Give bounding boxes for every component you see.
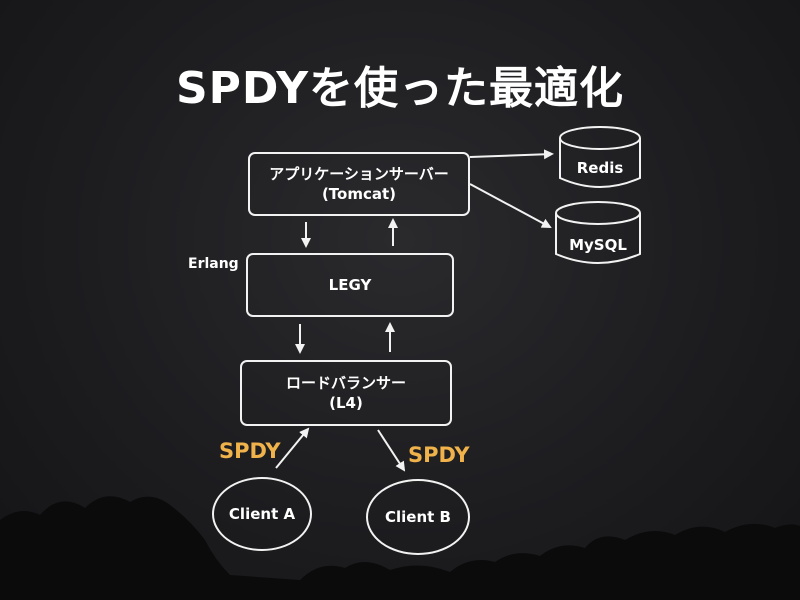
app-server-sublabel: (Tomcat) — [321, 185, 397, 203]
load-balancer-sublabel: (L4) — [329, 394, 363, 412]
erlang-label: Erlang — [188, 256, 239, 272]
redis-label: Redis — [576, 159, 624, 177]
app-server-label: アプリケーションサーバー — [269, 164, 449, 183]
arrow-app-to-mysql — [469, 183, 552, 228]
spdy-label-client-a: SPDY — [219, 439, 281, 463]
arrow-client-a-to-lb — [275, 427, 310, 469]
mysql-cylinder — [555, 201, 641, 264]
redis-cylinder — [559, 126, 641, 188]
client-b-node: Client B — [366, 479, 470, 555]
legy-box: LEGY — [246, 253, 454, 317]
load-balancer-label: ロードバランサー — [285, 373, 406, 392]
client-a-node: Client A — [212, 477, 312, 551]
legy-label: LEGY — [328, 275, 372, 294]
load-balancer-box: ロードバランサー (L4) — [240, 360, 452, 426]
mysql-label: MySQL — [569, 236, 627, 254]
client-a-label: Client A — [228, 505, 296, 523]
slide-title: SPDYを使った最適化 — [175, 63, 625, 114]
app-server-box: アプリケーションサーバー (Tomcat) — [248, 152, 470, 216]
spdy-label-client-b: SPDY — [408, 443, 470, 467]
arrow-app-to-redis — [469, 149, 554, 160]
arrow-lb-to-client-b — [377, 429, 406, 472]
client-b-label: Client B — [385, 508, 451, 526]
